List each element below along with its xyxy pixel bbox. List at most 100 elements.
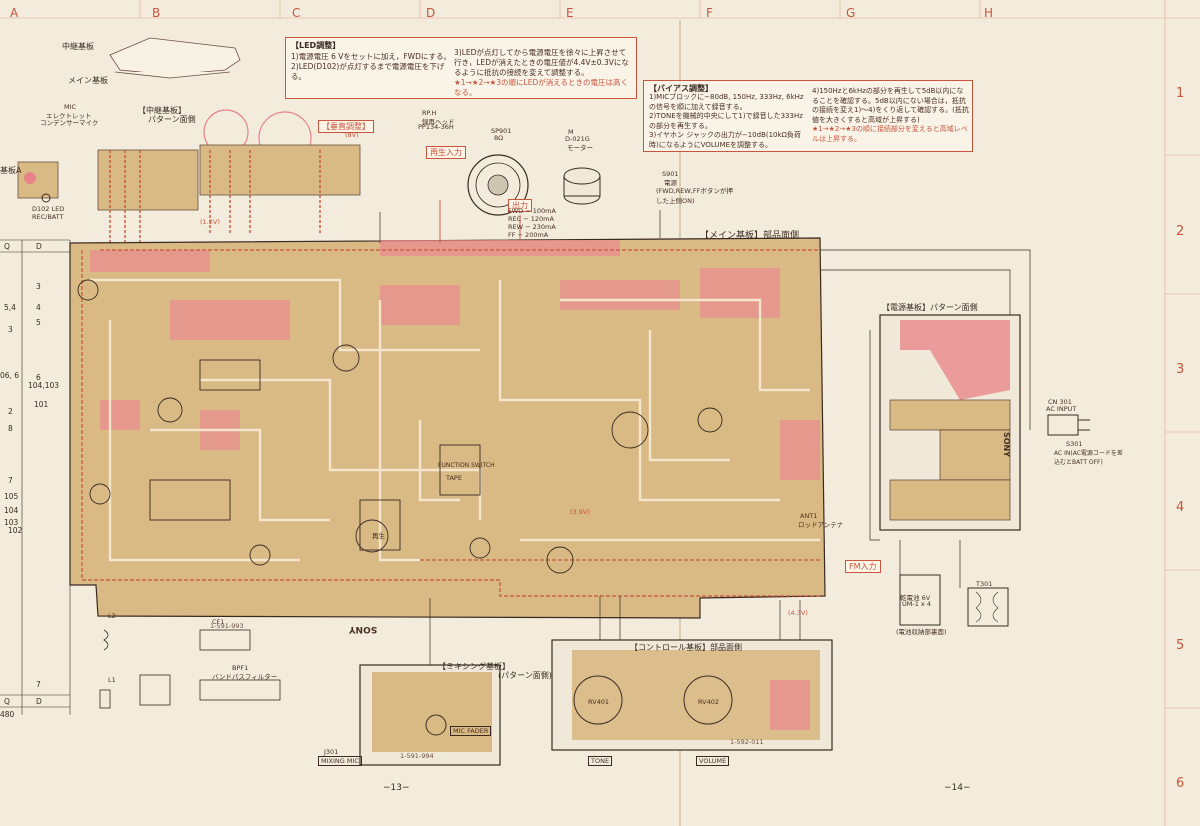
led-adjust-left: 1)電源電圧 6 Vをセットに加え，FWDにする。 2)LED(D102)が点灯… bbox=[291, 52, 451, 82]
sony-mirror-logo: SONY bbox=[349, 624, 378, 634]
grid-row-4: 4 bbox=[1176, 500, 1185, 515]
current-rew: REW − 230mA bbox=[508, 223, 556, 231]
bias-adjust-line: 2)TONEを機械的中央にして1)で録音した333Hzの部分を再生する。 bbox=[649, 112, 803, 130]
bpf-label: BPF1 bbox=[232, 664, 249, 672]
page-number-right: −14− bbox=[944, 783, 971, 793]
head-type-label: 録再ヘッド bbox=[422, 118, 455, 126]
led-adjust-title: 【LED調整】 bbox=[291, 41, 341, 50]
grid-letter-a: A bbox=[10, 6, 19, 20]
voltage-43v: (4.3V) bbox=[788, 609, 808, 617]
tone-label: TONE bbox=[588, 756, 613, 766]
s901-label: S901 bbox=[662, 170, 679, 178]
speaker-ohm: 8Ω bbox=[494, 134, 504, 142]
page-number-left: −13− bbox=[383, 783, 410, 793]
ac-switch-note: AC IN(AC電源コードを差込むとBATT OFF) bbox=[1054, 450, 1123, 466]
volume-label: VOLUME bbox=[696, 756, 730, 766]
motor-name: モーター bbox=[567, 144, 593, 152]
voltage-39v: (3.9V) bbox=[570, 508, 590, 516]
current-fwd: FWD − 100mA bbox=[508, 207, 556, 215]
t301-label: T301 bbox=[976, 580, 993, 588]
power-label: 電源 bbox=[664, 179, 677, 187]
ac-switch-label: S301 bbox=[1066, 440, 1083, 448]
cf1-label: CF1 bbox=[212, 618, 225, 626]
grid-letter-e: E bbox=[566, 6, 574, 20]
led-label: D102 LED bbox=[32, 205, 65, 213]
grid-letter-c: C bbox=[292, 6, 301, 20]
rv402-label: RV402 bbox=[698, 698, 720, 706]
grid-letter-f: F bbox=[706, 6, 713, 20]
left-table-cell: 6 bbox=[36, 373, 41, 382]
left-table-footer-val: 7 bbox=[36, 680, 41, 689]
left-table-cell: 3 bbox=[36, 282, 41, 291]
grid-row-5: 5 bbox=[1176, 638, 1185, 653]
l1-label: L1 bbox=[108, 676, 116, 684]
main-pattern-code: 1-591-993 bbox=[210, 622, 244, 630]
voltage-12v: (1.2V) bbox=[200, 218, 220, 226]
relay-pattern-title: 【中継基板】 bbox=[138, 106, 186, 115]
board-a-label: 基板A bbox=[0, 166, 22, 175]
grid-letter-g: G bbox=[846, 6, 856, 20]
vertical-adjust-label: 【垂直調整】 bbox=[318, 120, 374, 133]
mixing-mic-label: MIXING MIC bbox=[318, 756, 362, 766]
left-table-cell: 104,103 bbox=[28, 381, 60, 390]
mixing-board-title: 【ミキシング基板】 bbox=[438, 662, 510, 671]
mic-fader-label: MIC FADER bbox=[450, 726, 492, 736]
grid-letter-d: D bbox=[426, 6, 436, 20]
main-board-small-label: メイン基板 bbox=[68, 76, 108, 85]
left-table-cell: 103 bbox=[4, 518, 19, 527]
current-rec: REC − 120mA bbox=[508, 215, 554, 223]
tape-label: TAPE bbox=[446, 474, 462, 482]
led-adjust-note: 【LED調整】 1)電源電圧 6 Vをセットに加え，FWDにする。 2)LED(… bbox=[285, 37, 637, 99]
ant1-label: ANT1 bbox=[800, 512, 818, 520]
mic-desc-2: コンデンサーマイク bbox=[40, 119, 99, 127]
left-table-cell: 2 bbox=[8, 407, 13, 416]
current-ff: FF − 200mA bbox=[508, 231, 549, 239]
left-table-d-header: D bbox=[36, 242, 42, 251]
left-table-cell: 06, 6 bbox=[0, 371, 20, 380]
grid-letter-b: B bbox=[152, 6, 161, 20]
ac-input-label: AC INPUT bbox=[1046, 405, 1077, 413]
led-adjust-line: 1)電源電圧 6 Vをセットに加え，FWDにする。 bbox=[291, 52, 451, 61]
left-table-cell: 5 bbox=[36, 318, 41, 327]
left-table-cell: 7 bbox=[8, 476, 13, 485]
control-board-title: 【コントロール基板】部品面側 bbox=[630, 643, 742, 652]
battery-note: (電池収納部裏面) bbox=[896, 628, 947, 636]
head-model-label: PP134-36H bbox=[418, 123, 454, 131]
j301-label: J301 bbox=[324, 748, 339, 756]
left-table-cell: 5,4 bbox=[4, 303, 16, 312]
control-pattern-code: 1-592-011 bbox=[730, 738, 764, 746]
left-table-cell: 8 bbox=[8, 424, 13, 433]
bias-adjust-right: 4)150Hzと6kHzの部分を再生して5dB以内になることを確認する。5dB以… bbox=[812, 87, 970, 144]
function-switch-label: FUNCTION SWITCH bbox=[438, 462, 495, 469]
battery-label: 乾電池 6V bbox=[900, 594, 931, 602]
main-board-title: 【メイン基板】部品面側 bbox=[700, 231, 800, 241]
led-adjust-right: 3)LEDが点灯してから電源電圧を徐々に上昇させて行き，LEDが消えたときの電圧… bbox=[454, 48, 632, 98]
left-table-cell: 102 bbox=[8, 526, 23, 535]
bias-adjust-line: 4)150Hzと6kHzの部分を再生して5dB以内になることを確認する。5dB以… bbox=[812, 87, 969, 124]
mic-label: MIC bbox=[64, 103, 77, 111]
led-adjust-line: ★1→★2→★3の順にLEDが消えるときの電圧は高くなる。 bbox=[454, 78, 629, 97]
left-table-cell: 101 bbox=[34, 400, 49, 409]
led-adjust-line: 3)LEDが点灯してから電源電圧を徐々に上昇させて行き，LEDが消えたときの電圧… bbox=[454, 48, 629, 77]
left-table-q-header: Q bbox=[4, 242, 10, 251]
left-table-cell: 4 bbox=[36, 303, 41, 312]
grid-row-1: 1 bbox=[1176, 86, 1185, 101]
bias-adjust-note: 【バイアス調整】 1)MICブロックに−80dB, 150Hz, 333Hz, … bbox=[643, 80, 973, 152]
playback-input-label: 再生入力 bbox=[426, 146, 466, 159]
grid-row-3: 3 bbox=[1176, 362, 1185, 377]
mic-desc-1: エレクトレット bbox=[46, 112, 92, 120]
bias-adjust-left: 1)MICブロックに−80dB, 150Hz, 333Hz, 6kHzの信号を順… bbox=[649, 93, 809, 150]
rv401-label: RV401 bbox=[588, 698, 610, 706]
led-adjust-line: 2)LED(D102)が点灯するまで電源電圧を下げる。 bbox=[291, 62, 445, 81]
left-table-cell: 3 bbox=[8, 325, 13, 334]
mixing-pattern-code: 1-591-994 bbox=[400, 752, 434, 760]
left-table-d-footer: D bbox=[36, 697, 42, 706]
bias-adjust-title: 【バイアス調整】 bbox=[649, 84, 713, 93]
grid-row-2: 2 bbox=[1176, 224, 1185, 239]
left-table-cell: 104 bbox=[4, 506, 19, 515]
bias-adjust-line: 1)MICブロックに−80dB, 150Hz, 333Hz, 6kHzの信号を順… bbox=[649, 93, 804, 111]
sony-logo: SONY bbox=[1002, 431, 1012, 458]
l2-label: L2 bbox=[108, 612, 116, 620]
motor-current-list: FWD − 100mA REC − 120mA REW − 230mA FF −… bbox=[508, 207, 556, 239]
left-table-cell: 105 bbox=[4, 492, 19, 501]
